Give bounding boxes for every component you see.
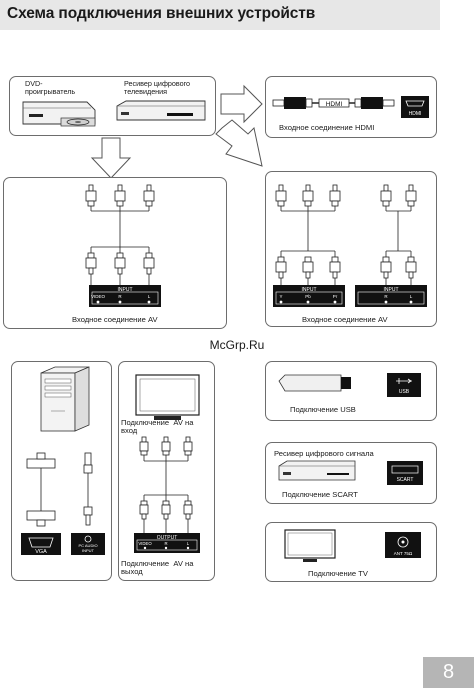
hdmi-caption: Входное соединение HDMI (279, 123, 375, 132)
connection-arrows (90, 84, 263, 179)
tv-antenna-drawing: ANT 75Ω (284, 529, 421, 562)
hdmi-port-icon: HDMI (401, 96, 429, 118)
scart-port-text: SCART (397, 477, 414, 483)
component-plugs-icon (275, 184, 417, 279)
arrow-down-icon (90, 137, 132, 179)
component-plate-1: INPUT Y Pb Pr (273, 285, 345, 307)
page-title: Схема подключения внешних устройств (7, 5, 316, 22)
hdmi-cable-drawing: HDMI HDMI (272, 96, 429, 118)
av-plate-video: VIDEO (91, 294, 106, 299)
svg-text:R: R (164, 541, 167, 546)
av-output-plate: OUTPUT VIDEO R L (134, 533, 200, 553)
watermark: McGrp.Ru (209, 338, 265, 352)
svg-text:VIDEO: VIDEO (138, 541, 152, 546)
header-bar (0, 0, 440, 30)
vga-port-text: VGA (35, 549, 47, 555)
dvd-player-icon (22, 101, 96, 127)
antenna-port-icon: ANT 75Ω (385, 532, 421, 558)
av-out-caption: Подключение AV на выход (121, 559, 194, 576)
svg-text:Pb: Pb (305, 294, 311, 299)
av-io-plugs-icon (139, 436, 193, 520)
hdmi-cable-text: HDMI (326, 101, 343, 108)
tv-caption: Подключение TV (308, 569, 368, 578)
tv-monitor-icon (135, 374, 200, 420)
av-input-caption: Входное соединение AV (72, 315, 158, 324)
av-io-drawing: OUTPUT VIDEO R L (134, 374, 200, 553)
svg-text:L: L (410, 294, 413, 299)
pc-audio-text-1: PC AUDIO (78, 543, 97, 548)
svg-text:INPUT: INPUT (384, 287, 399, 293)
tv-icon (284, 529, 336, 562)
receiver-icon (116, 100, 206, 121)
component-plate-2: INPUT R L (355, 285, 427, 307)
usb-flash-drive-icon (278, 374, 351, 392)
rca-cables-icon (85, 184, 155, 275)
svg-text:L: L (187, 541, 190, 546)
pc-tower-icon (40, 366, 90, 432)
vga-port-icon: VGA (21, 533, 61, 555)
av-plate-title: INPUT (118, 287, 133, 293)
receiver-label: Ресивер цифрового телевидения (124, 79, 191, 96)
av-cable-drawing: INPUT VIDEO R L (85, 184, 161, 307)
scart-drawing: SCART (278, 460, 423, 485)
component-caption: Входное соединение AV (302, 315, 388, 324)
arrow-right-icon (220, 84, 263, 124)
hdmi-cable-icon: HDMI (272, 97, 395, 109)
hdmi-port-text: HDMI (409, 111, 422, 117)
usb-drawing: USB (278, 373, 421, 397)
usb-port-icon: USB (387, 373, 421, 397)
usb-caption: Подключение USB (290, 405, 356, 414)
pc-drawing: VGA PC AUDIO INPUT (21, 366, 105, 555)
svg-text:OUTPUT: OUTPUT (157, 535, 178, 541)
pc-audio-text-2: INPUT (82, 548, 95, 553)
av-plate-l: L (148, 294, 151, 299)
av-in-caption: Подключение AV на вход (121, 418, 194, 435)
usb-port-text: USB (399, 389, 410, 395)
antenna-port-text: ANT 75Ω (394, 551, 413, 556)
pc-audio-port-icon: PC AUDIO INPUT (71, 533, 105, 555)
source-devices-drawing (22, 100, 206, 127)
receiver-box-icon (278, 460, 356, 481)
page-number: 8 (423, 657, 474, 688)
vga-cable-icon (26, 452, 56, 527)
scart-title: Ресивер цифрового сигнала (274, 449, 374, 458)
component-cable-drawing: INPUT Y Pb Pr INPUT R L (273, 184, 427, 307)
scart-port-icon: SCART (387, 461, 423, 485)
audio-cable-icon (83, 452, 93, 526)
scart-caption: Подключение SCART (282, 490, 358, 499)
svg-text:Y: Y (279, 294, 282, 299)
dvd-label: DVD- проигрыватель (25, 79, 76, 96)
av-input-plate: INPUT VIDEO R L (89, 285, 161, 307)
svg-text:R: R (384, 294, 388, 299)
av-plate-r: R (118, 294, 122, 299)
svg-text:Pr: Pr (333, 294, 338, 299)
arrow-diagonal-icon (215, 119, 263, 167)
svg-text:INPUT: INPUT (302, 287, 317, 293)
